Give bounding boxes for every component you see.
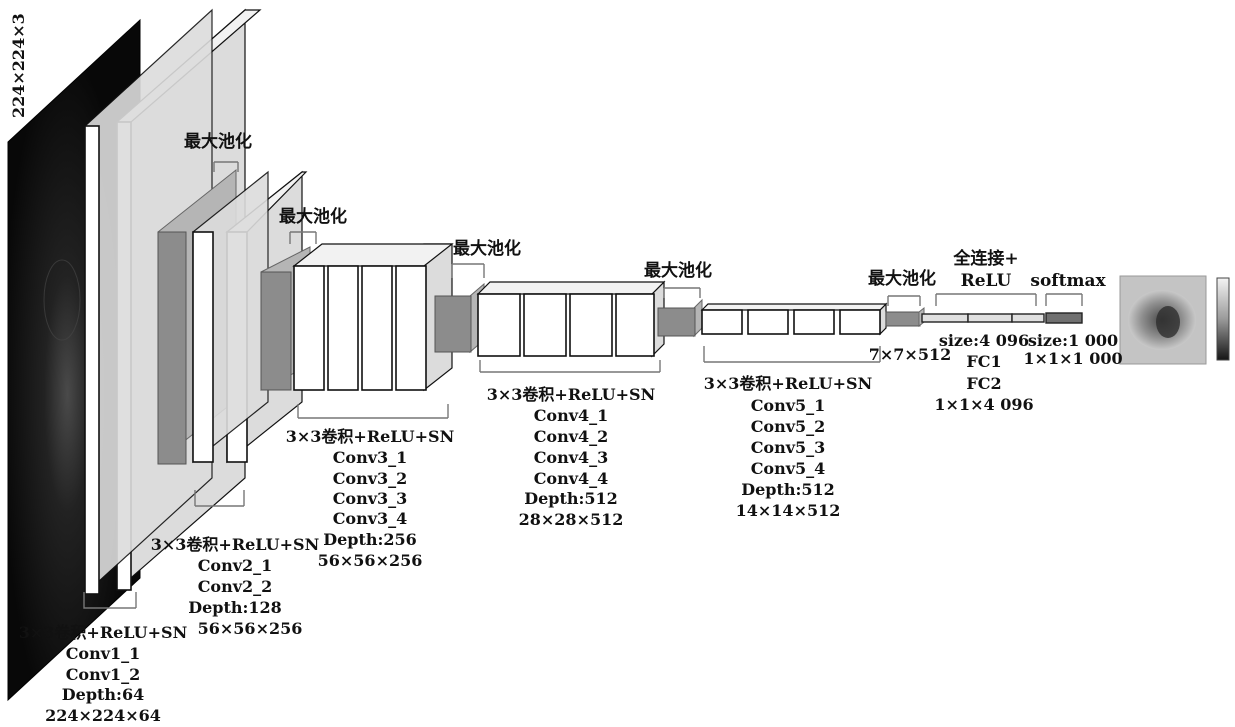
block3-op: 3×3卷积+ReLU+SN [286, 427, 454, 446]
softmax-size: size:1 000 [1028, 331, 1118, 350]
block3-depth: Depth:256 [323, 530, 417, 549]
pool4-label: 最大池化 [644, 260, 712, 281]
block3-layer-4: Conv3_4 [333, 509, 408, 528]
block5-dims: 14×14×512 [736, 501, 841, 520]
fc-size: size:4 096 [939, 331, 1029, 350]
input-size-label: 224×224×3 [9, 13, 28, 118]
block3-layer-2: Conv3_2 [333, 469, 408, 488]
fc-dims: 1×1×4 096 [934, 395, 1033, 414]
fc2-label: FC2 [966, 374, 1001, 393]
block4-layer-4: Conv4_4 [534, 469, 609, 488]
pool3-label: 最大池化 [453, 238, 521, 259]
block1-layer-1: Conv1_1 [66, 644, 141, 663]
fc-layers [922, 313, 1082, 323]
fc1-label: FC1 [966, 352, 1001, 371]
block5-depth: Depth:512 [741, 480, 835, 499]
block5-layer-2: Conv5_2 [751, 417, 826, 436]
block1-depth: Depth:64 [62, 685, 144, 704]
block4-dims: 28×28×512 [519, 510, 624, 529]
block4-labels: 3×3卷积+ReLU+SN Conv4_1 Conv4_2 Conv4_3 Co… [487, 385, 655, 529]
block4-layer-2: Conv4_2 [534, 427, 609, 446]
pool1-label: 最大池化 [184, 131, 252, 152]
block3-layer-3: Conv3_3 [333, 489, 408, 508]
output-image [1120, 276, 1206, 364]
block2-layer-1: Conv2_1 [198, 556, 273, 575]
block2-depth: Depth:128 [188, 598, 282, 617]
pool5-block [886, 308, 924, 326]
block5-layer-4: Conv5_4 [751, 459, 826, 478]
block1-dims: 224×224×64 [45, 706, 161, 725]
softmax-dims: 1×1×1 000 [1023, 349, 1122, 368]
block3-dims: 56×56×256 [318, 551, 423, 570]
block3-layer-1: Conv3_1 [333, 448, 408, 467]
block5-layer-3: Conv5_3 [751, 438, 826, 457]
fc-title-1: 全连接+ [952, 248, 1018, 269]
block1-op: 3×3卷积+ReLU+SN [19, 623, 187, 642]
block2-dims: 56×56×256 [198, 619, 303, 638]
block4-cubes [478, 282, 664, 356]
softmax-title: softmax [1030, 271, 1106, 291]
block1-labels: 3×3卷积+ReLU+SN Conv1_1 Conv1_2 Depth:64 2… [19, 623, 187, 725]
pool2-label: 最大池化 [279, 206, 347, 227]
block1-layer-2: Conv1_2 [66, 665, 141, 684]
pool5-label: 最大池化 [868, 268, 936, 289]
block5-layer-1: Conv5_1 [751, 396, 826, 415]
block5-labels: 3×3卷积+ReLU+SN Conv5_1 Conv5_2 Conv5_3 Co… [704, 374, 872, 520]
block3-cubes [294, 244, 452, 390]
block4-depth: Depth:512 [524, 489, 618, 508]
softmax-labels: size:1 000 1×1×1 000 [1023, 331, 1122, 368]
fc-title-2: ReLU [961, 271, 1012, 291]
block2-layer-2: Conv2_2 [198, 577, 273, 596]
block2-op: 3×3卷积+ReLU+SN [151, 535, 319, 554]
block4-layer-3: Conv4_3 [534, 448, 609, 467]
block4-layer-1: Conv4_1 [534, 406, 609, 425]
colorbar [1217, 278, 1229, 360]
block5-cubes [702, 304, 886, 334]
block4-op: 3×3卷积+ReLU+SN [487, 385, 655, 404]
block5-op: 3×3卷积+ReLU+SN [704, 374, 872, 393]
fc-labels: size:4 096 FC1 FC2 1×1×4 096 [934, 331, 1033, 414]
